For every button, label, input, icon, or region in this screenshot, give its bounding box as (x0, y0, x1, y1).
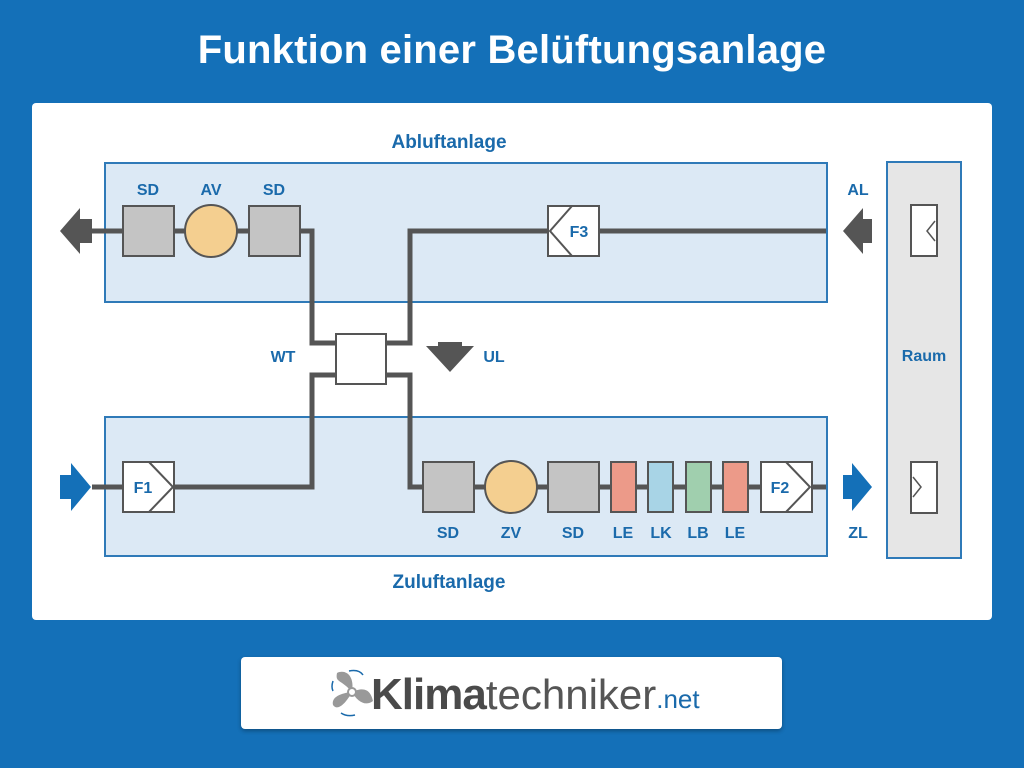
footer-logo-box: Klima techniker .net (241, 657, 782, 729)
supply-damper-2 (547, 461, 600, 513)
brand-logo: Klima techniker .net (371, 665, 700, 721)
filter-f2 (760, 461, 813, 513)
air-humidifier (685, 461, 712, 513)
air-heater-2 (722, 461, 749, 513)
supply-component-label: LK (650, 525, 672, 542)
supply-to-room-arrow-icon (843, 463, 872, 511)
room-exhaust-vent (910, 204, 938, 257)
supply-component-label: SD (562, 525, 584, 542)
exhaust-inlet-label: AL (847, 182, 869, 199)
supply-damper-1 (422, 461, 475, 513)
room-exhaust-arrow-icon (843, 208, 872, 254)
supply-fan (484, 460, 538, 514)
exhaust-damper-1 (122, 205, 175, 257)
supply-component-label: LB (687, 525, 708, 542)
exhaust-fan (184, 204, 238, 258)
exhaust-return-duct (386, 228, 826, 346)
exhaust-component-label: SD (263, 182, 285, 199)
fan-logo-icon (331, 669, 373, 717)
filter-f2-label: F2 (771, 480, 790, 497)
room-supply-vent (910, 461, 938, 514)
supply-component-label: ZV (501, 525, 522, 542)
supply-component-label: LE (613, 525, 634, 542)
bypass-down-arrow-icon (426, 342, 474, 372)
supply-section-label: Zuluftanlage (393, 572, 506, 593)
filter-f1-label: F1 (134, 480, 153, 497)
exhaust-component-label: AV (200, 182, 221, 199)
room-label: Raum (902, 348, 946, 365)
bypass-label: UL (483, 349, 505, 366)
heat-exchanger (335, 333, 387, 385)
logo-regular-text: techniker (485, 671, 657, 718)
filter-f3 (547, 205, 600, 257)
heat-exchanger-label: WT (271, 349, 296, 366)
exhaust-section-label: Abluftanlage (391, 132, 506, 153)
logo-suffix-text: .net (656, 684, 700, 714)
page-title: Funktion einer Belüftungsanlage (197, 28, 827, 72)
supply-component-label: SD (437, 525, 459, 542)
filter-f1 (122, 461, 175, 513)
supply-outlet-label: ZL (848, 525, 868, 542)
exhaust-damper-2 (248, 205, 301, 257)
filter-f3-label: F3 (570, 224, 589, 241)
fresh-air-in-arrow-icon (60, 463, 91, 511)
logo-bold-text: Klima (371, 670, 487, 719)
air-cooler (647, 461, 674, 513)
air-heater-1 (610, 461, 637, 513)
exhaust-component-label: SD (137, 182, 159, 199)
exhaust-out-arrow-icon (60, 208, 92, 254)
supply-component-label: LE (725, 525, 746, 542)
supply-inlet-duct (92, 372, 336, 490)
